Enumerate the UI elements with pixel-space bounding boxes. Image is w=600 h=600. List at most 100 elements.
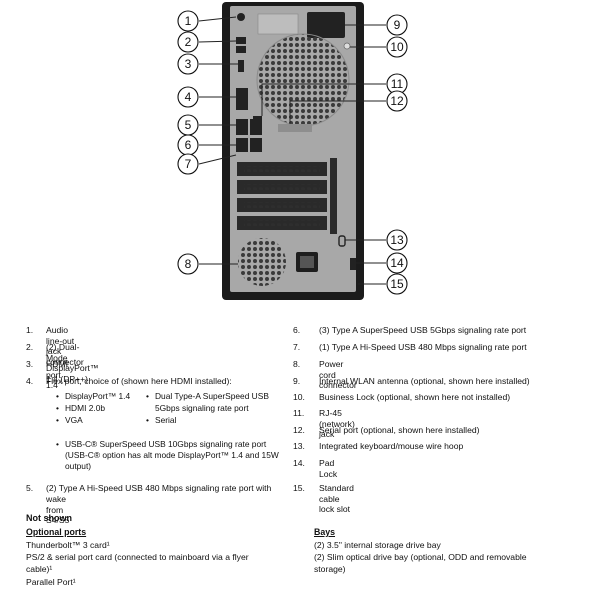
callout-circle: [177, 153, 199, 175]
callout-label: 10: [390, 40, 404, 54]
usb-ports-icon: [236, 119, 248, 135]
callout-label: 3: [185, 57, 192, 71]
feature-number: 8.: [293, 359, 301, 369]
callout-9: 9: [386, 14, 408, 36]
feature-text: Business Lock (optional, shown here not …: [319, 392, 511, 402]
callout-circle: [177, 86, 199, 108]
callout-circle: [386, 273, 408, 295]
callout-10: 10: [386, 36, 408, 58]
business-lock-icon: [343, 42, 351, 50]
feature-number: 9.: [293, 376, 301, 386]
callout-circle: [386, 229, 408, 251]
expansion-slots: [237, 162, 327, 230]
callout-label: 11: [391, 77, 404, 91]
hdmi-port-icon: [238, 60, 244, 72]
flex-option: 5Gbps signaling rate port: [155, 403, 249, 413]
callout-7: 7: [177, 153, 199, 175]
callout-6: 6: [177, 134, 199, 156]
usbc-line: USB-C® SuperSpeed USB 10Gbps signaling r…: [65, 439, 267, 449]
feature-text: Internal WLAN antenna (optional, shown h…: [319, 376, 530, 386]
optional-ports-heading: Optional ports: [26, 527, 87, 537]
feature-number: 10.: [293, 392, 305, 402]
feature-number: 3.: [26, 359, 34, 369]
bay-item: storage): [314, 564, 346, 574]
callout-circle: [386, 252, 408, 274]
feature-text: Power cord connector: [319, 359, 357, 391]
feature-text: (2) Type A Hi-Speed USB 480 Mbps signali…: [46, 483, 272, 493]
flex-option: Serial: [155, 415, 177, 425]
feature-text: Audio line-out jack connector: [46, 325, 84, 368]
feature-number: 1.: [26, 325, 34, 335]
callout-circle: [386, 14, 408, 36]
feature-number: 7.: [293, 342, 301, 352]
serial-port-icon: [278, 124, 312, 132]
callout-circle: [177, 253, 199, 275]
psu-fan: [238, 238, 286, 286]
feature-text: Flex port, choice of (shown here HDMI in…: [46, 376, 232, 386]
main-fan: [257, 34, 349, 126]
flex-option: HDMI 2.0b: [65, 403, 106, 413]
feature-number: 14.: [293, 458, 305, 468]
callout-circle: [386, 90, 408, 112]
callout-1: 1: [177, 10, 199, 32]
feature-text: RJ-45 (network) jack: [319, 408, 355, 440]
callout-label: 14: [390, 256, 404, 270]
bay-item: (2) Slim optical drive bay (optional, OD…: [314, 552, 527, 562]
feature-number: 2.: [26, 342, 34, 352]
features-right: 6. (3) Type A SuperSpeed USB 5Gbps signal…: [293, 325, 583, 514]
callout-label: 5: [185, 118, 192, 132]
callout-12: 12: [386, 90, 408, 112]
padlock-icon: [350, 258, 356, 270]
callout-label: 12: [390, 94, 404, 108]
callout-label: 2: [185, 35, 192, 49]
feature-text: (1) Type A Hi-Speed USB 480 Mbps signali…: [319, 342, 527, 352]
callout-label: 4: [185, 90, 192, 104]
optional-item: Thunderbolt™ 3 card¹: [26, 540, 110, 550]
callout-5: 5: [177, 114, 199, 136]
callout-15: 15: [386, 273, 408, 295]
feature-number: 5.: [26, 483, 34, 493]
feature-text: wake from S4/S5: [46, 494, 70, 526]
feature-number: 13.: [293, 441, 305, 451]
feature-text: HDMI port 1.4: [46, 359, 68, 391]
callout-circle: [177, 53, 199, 75]
optional-item: cable)¹: [26, 564, 53, 574]
flex-options: •DisplayPort™ 1.4 •HDMI 2.0b •VGA •Dual …: [56, 391, 269, 425]
callout-11: 11: [386, 73, 408, 95]
usbc-line: (USB-C® option has alt mode DisplayPort™…: [65, 450, 279, 460]
feature-text: Standard cable lock slot: [319, 483, 354, 515]
callout-circle: [177, 10, 199, 32]
flex-port-icon: [236, 88, 248, 110]
callout-3: 3: [177, 53, 199, 75]
feature-number: 12.: [293, 425, 305, 435]
callout-label: 7: [185, 157, 192, 171]
rj45-icon: [253, 116, 262, 125]
feature-text: (2) Dual-Mode DisplayPort™ 1.4 (DP++): [46, 342, 99, 385]
bay-item: (2) 3.5" internal storage drive bay: [314, 540, 441, 550]
feature-number: 15.: [293, 483, 305, 493]
callout-label: 1: [185, 14, 192, 28]
callout-circle: [386, 36, 408, 58]
optional-item: Parallel Port¹: [26, 577, 76, 587]
feature-text: (3) Type A SuperSpeed USB 5Gbps signalin…: [319, 325, 527, 335]
feature-text: Serial port (optional, shown here instal…: [319, 425, 480, 435]
flex-option: Dual Type-A SuperSpeed USB: [155, 391, 269, 401]
audio-jack-icon: [237, 13, 245, 21]
callout-circle: [177, 31, 199, 53]
feature-text: Pad Lock: [319, 458, 338, 479]
displayport-icon: [236, 37, 246, 44]
usbc-line: output): [65, 461, 92, 471]
features-left: 1. Audio line-out jack connector 2. (2) Du…: [26, 325, 291, 525]
not-shown-title: Not shown: [26, 513, 72, 523]
callout-8: 8: [177, 253, 199, 275]
optional-item: PS/2 & serial port card (connected to ma…: [26, 552, 249, 562]
callout-label: 8: [185, 257, 192, 271]
feature-number: 4.: [26, 376, 34, 386]
callout-2: 2: [177, 31, 199, 53]
feature-number: 6.: [293, 325, 301, 335]
flex-option: VGA: [65, 415, 83, 425]
wire-hoop-icon: [338, 235, 346, 247]
callout-label: 6: [185, 138, 192, 152]
